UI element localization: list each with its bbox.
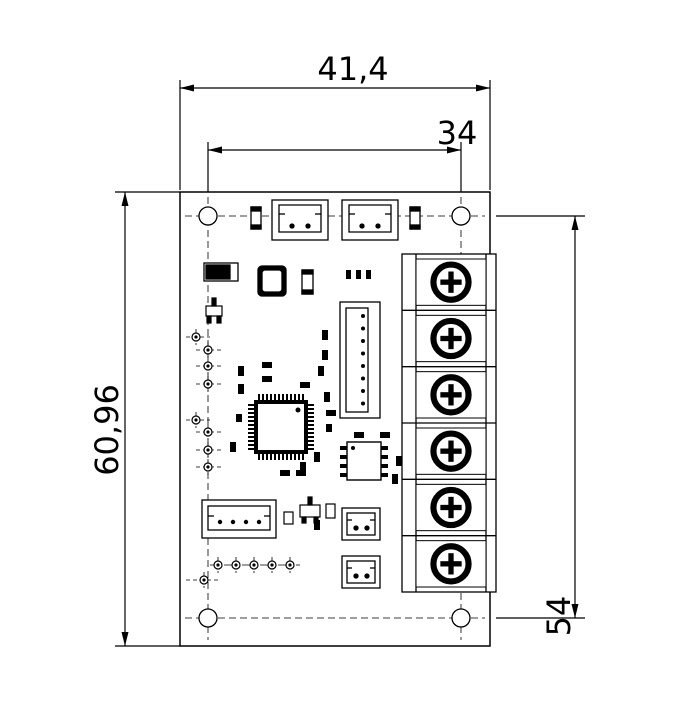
dimension-hole-spacing-y <box>496 215 585 619</box>
smd-pad <box>322 350 328 360</box>
smd-pad <box>392 474 398 484</box>
connector-pin <box>243 519 249 525</box>
smd-pad <box>300 382 310 388</box>
smd-pads <box>230 330 402 530</box>
soic-chip <box>340 441 388 481</box>
small-connector-2 <box>341 555 381 589</box>
side-connector <box>339 301 381 419</box>
smd-pad <box>238 366 244 376</box>
smd-pad <box>318 366 324 376</box>
smd-pad <box>280 470 290 476</box>
connector-pin <box>256 519 262 525</box>
mounting-hole <box>198 206 218 226</box>
smd-cap-near-inductor <box>301 269 314 295</box>
connector-pin <box>361 351 365 356</box>
smd-pad <box>354 432 364 438</box>
bottom-connector <box>201 499 277 539</box>
smd-cap-bottom <box>283 503 336 525</box>
mounting-hole <box>451 608 471 628</box>
connector-pin <box>361 401 365 406</box>
connector-pin <box>361 339 365 343</box>
smd-pad <box>322 330 328 340</box>
mounting-holes <box>198 206 471 628</box>
smd-pad <box>324 392 330 402</box>
terminal-block <box>401 253 497 593</box>
smd-pad <box>238 384 244 394</box>
transistor-bottom <box>299 496 321 524</box>
dimension-height-label: 60,96 <box>88 384 126 476</box>
top-connector-left <box>271 199 329 241</box>
smd-pad <box>262 362 272 368</box>
mcu-chip <box>248 394 314 460</box>
small-connector-1 <box>341 507 381 541</box>
connector-pin <box>361 364 365 368</box>
smd-pad <box>230 442 236 452</box>
dimension-width-label: 41,4 <box>317 50 388 88</box>
dimension-width <box>179 80 491 190</box>
transistor-sot23 <box>205 297 223 324</box>
connector-pin <box>217 519 223 525</box>
top-connector-right <box>341 199 399 241</box>
test-points <box>186 329 300 588</box>
mounting-hole <box>451 206 471 226</box>
inductor <box>257 265 287 297</box>
smd-pad <box>326 424 332 432</box>
resistor-array <box>346 270 371 279</box>
dimension-hole-spacing-x-label: 34 <box>437 114 478 152</box>
smd-resistor-top-left <box>250 206 262 230</box>
connector-pin <box>361 326 365 331</box>
dimension-height <box>115 191 180 647</box>
connector-pin <box>361 314 365 318</box>
connector-pin <box>361 376 365 381</box>
connector-pin <box>230 519 236 525</box>
mounting-hole <box>198 608 218 628</box>
smd-pad <box>314 520 320 530</box>
smd-pad <box>296 470 306 476</box>
smd-pad <box>314 452 320 462</box>
smd-pad <box>262 376 272 382</box>
smd-resistor-top-right <box>409 206 421 230</box>
smd-pad <box>380 432 390 438</box>
connector-pin <box>361 389 365 393</box>
smd-pad <box>300 462 306 472</box>
diode <box>203 262 239 282</box>
dimension-hole-spacing-y-label: 54 <box>540 596 578 637</box>
smd-pad <box>236 414 242 422</box>
dimension-hole-spacing-x <box>207 142 462 200</box>
smd-pad <box>326 410 336 416</box>
smd-pad <box>396 456 402 466</box>
